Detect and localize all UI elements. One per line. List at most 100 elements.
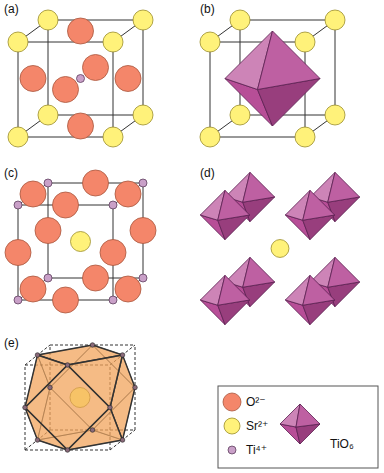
cell-edge [143, 20, 144, 115]
strontium-atom [8, 32, 28, 52]
legend-text: O²⁻ [246, 395, 266, 409]
oxygen-atom [100, 240, 126, 266]
cell-edge [240, 20, 335, 21]
titanium-atom [139, 274, 147, 282]
cell-edge [18, 137, 113, 138]
cell-edge [210, 137, 305, 138]
cell-edge [113, 42, 114, 137]
oxygen-atom [130, 218, 156, 244]
tio6-octahedron-face [296, 424, 320, 444]
oxygen-atom [68, 18, 94, 44]
panel-label: (c) [4, 166, 18, 180]
oxygen-atom [53, 287, 79, 313]
vertex-dot [120, 438, 125, 443]
legend-text: Ti⁴⁺ [246, 443, 267, 457]
strontium-atom [133, 105, 153, 125]
oxygen-atom [20, 181, 46, 207]
vertex-dot [35, 353, 40, 358]
cell-edge [48, 20, 143, 21]
oxygen-atom [5, 240, 31, 266]
cell-edge [335, 20, 336, 115]
tio6-octahedron-face [303, 190, 335, 220]
titanium-atom [14, 201, 22, 209]
vertex-dot [90, 428, 95, 433]
titanium-atom [77, 75, 85, 83]
oxygen-atom [115, 276, 141, 302]
vertex-dot [65, 363, 70, 368]
tio6-octahedron-face [303, 275, 335, 305]
vertex-dot [133, 385, 138, 390]
strontium-atom [38, 10, 58, 30]
cell-edge [210, 42, 211, 137]
vertex-dot [35, 438, 40, 443]
panel-label: (d) [200, 166, 215, 180]
titanium-atom [44, 179, 52, 187]
cuboctahedron-face [25, 408, 68, 451]
tio6-octahedron-face [243, 172, 275, 202]
titanium-atom [139, 179, 147, 187]
oxygen-atom [83, 55, 109, 81]
titanium-atom [14, 296, 22, 304]
titanium-atom [109, 201, 117, 209]
strontium-atom [8, 127, 28, 147]
oxygen-atom [20, 276, 46, 302]
oxygen-atom [115, 181, 141, 207]
tio6-octahedron-face [243, 257, 275, 287]
oxygen-atom [68, 113, 94, 139]
cuboctahedron-face [68, 408, 123, 451]
strontium-atom [38, 105, 58, 125]
cell-edge [210, 42, 305, 43]
tio6-octahedron-face [296, 404, 320, 427]
strontium-atom [103, 127, 123, 147]
oxygen-atom [115, 66, 141, 92]
strontium-atom [200, 127, 220, 147]
cuboctahedron-face [68, 355, 123, 408]
strontium-atom [271, 240, 289, 258]
cell-edge [18, 42, 19, 137]
panel-label: (a) [4, 2, 19, 16]
cell-edge [48, 20, 49, 115]
oxygen-atom [83, 170, 109, 196]
oxygen-atom [83, 265, 109, 291]
legend-swatch [223, 393, 241, 411]
oxygen-atom [20, 66, 46, 92]
vertex-dot [23, 405, 28, 410]
cell-edge [240, 115, 335, 116]
strontium-atom [295, 127, 315, 147]
legend-text: TiO₆ [330, 437, 354, 451]
oxygen-atom [53, 192, 79, 218]
oxygen-atom [53, 77, 79, 103]
panel-label: (e) [4, 336, 19, 350]
legend-swatch [224, 418, 240, 434]
tio6-octahedron-face [218, 275, 250, 305]
strontium-atom [230, 105, 250, 125]
tio6-octahedron-face [218, 190, 250, 220]
vertex-dot [108, 405, 113, 410]
cuboctahedron-face [25, 355, 68, 408]
legend-text: Sr²⁺ [246, 419, 268, 433]
cell-edge [18, 42, 113, 43]
vertex-dot [48, 385, 53, 390]
vertex-dot [120, 353, 125, 358]
tio6-octahedron-face [328, 257, 360, 287]
oxygen-atom [35, 218, 61, 244]
strontium-atom [325, 10, 345, 30]
strontium-atom [295, 32, 315, 52]
strontium-atom [200, 32, 220, 52]
vertex-dot [65, 448, 70, 453]
legend-frame [218, 386, 378, 468]
strontium-atom [325, 105, 345, 125]
tio6-octahedron-face [258, 31, 321, 90]
strontium-atom [71, 232, 91, 252]
vertex-dot [90, 343, 95, 348]
strontium-atom [133, 10, 153, 30]
legend-swatch [228, 446, 236, 454]
titanium-atom [109, 296, 117, 304]
strontium-atom [230, 10, 250, 30]
cell-edge [48, 115, 143, 116]
titanium-atom [44, 274, 52, 282]
panel-label: (b) [200, 2, 215, 16]
tio6-octahedron-face [328, 172, 360, 202]
